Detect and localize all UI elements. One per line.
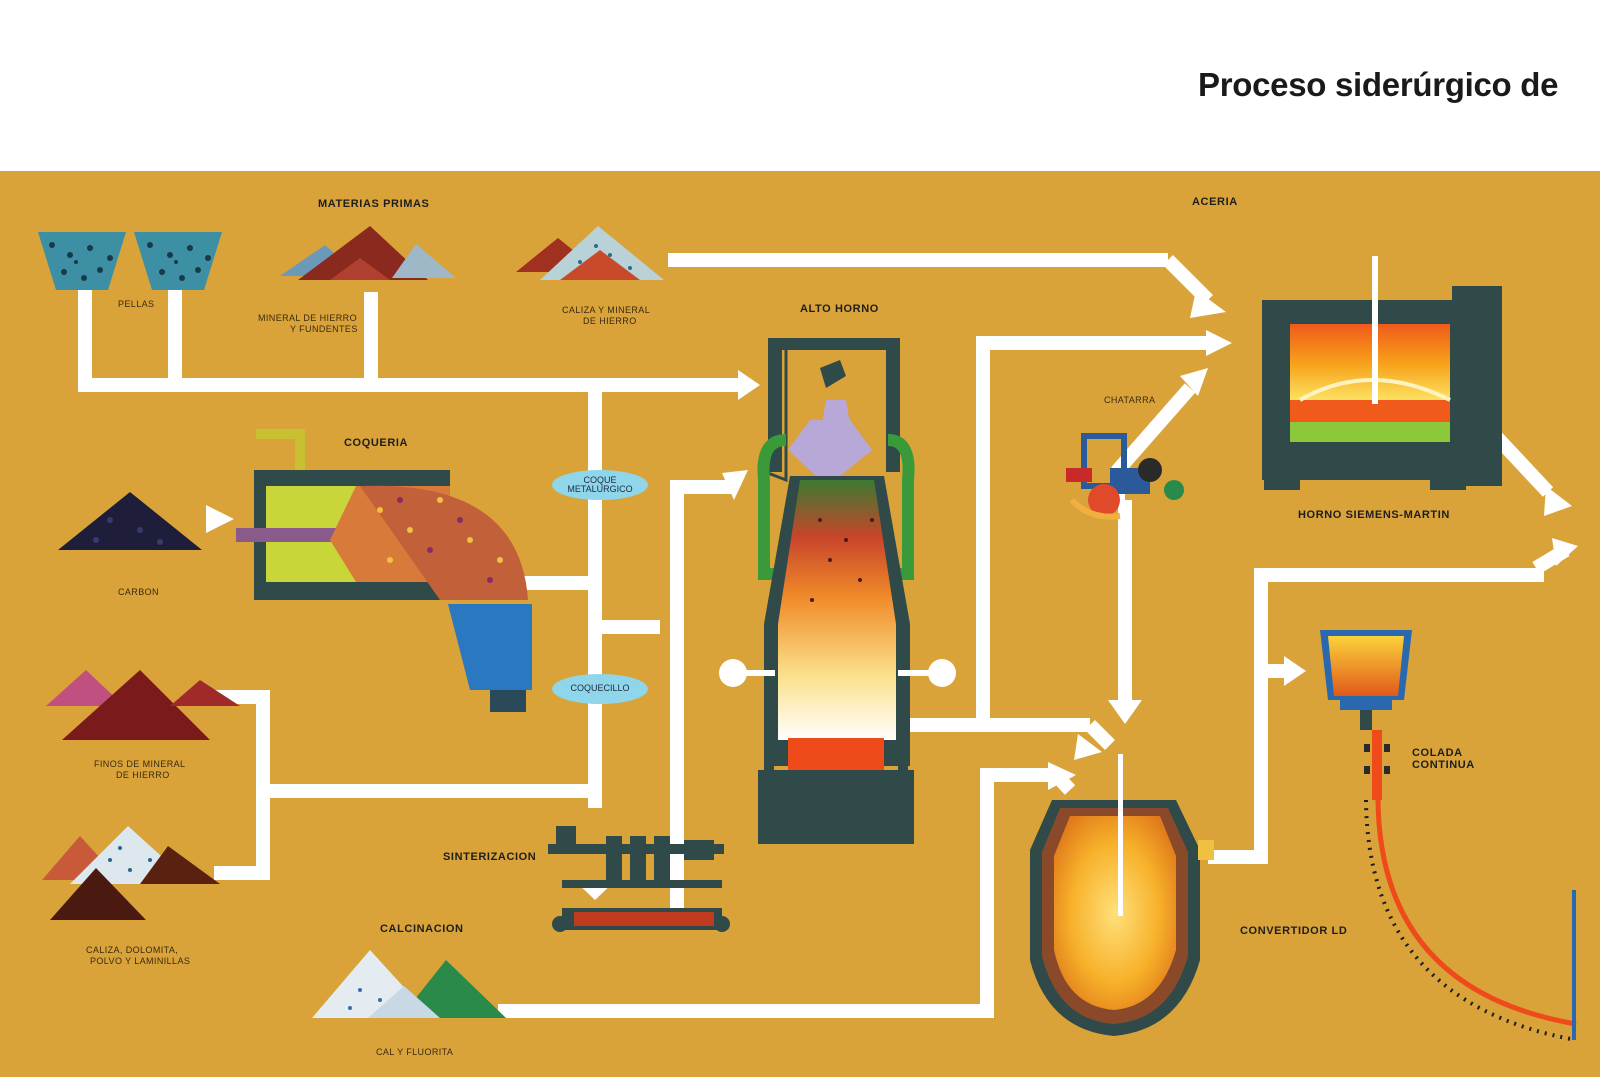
pill-coquecillo: COQUECILLO <box>570 684 629 693</box>
label-cal-fluorita: CAL Y FLUORITA <box>376 1048 453 1057</box>
label-sinterizacion: SINTERIZACION <box>443 852 536 864</box>
cal-fluorita-piles <box>312 950 506 1018</box>
carbon-pile <box>58 492 202 550</box>
caliza-mineral-piles <box>516 226 664 280</box>
ld-converter <box>1030 754 1214 1036</box>
label-continua: CONTINUA <box>1412 760 1475 772</box>
label-horno-siemens-martin: HORNO SIEMENS-MARTIN <box>1298 510 1450 522</box>
label-coqueria: COQUERIA <box>344 438 408 450</box>
label-convertidor-ld: CONVERTIDOR LD <box>1240 926 1347 938</box>
blast-furnace <box>719 338 956 844</box>
mineral-piles <box>280 226 456 280</box>
label-calcinacion: CALCINACION <box>380 924 464 936</box>
label-finos-mineral: FINOS DE MINERAL <box>94 760 185 769</box>
label-alto-horno: ALTO HORNO <box>800 304 879 316</box>
label-carbon: CARBON <box>118 588 159 597</box>
label-materias-primas: MATERIAS PRIMAS <box>318 199 429 211</box>
label-polvo-laminillas: POLVO Y LAMINILLAS <box>90 957 190 966</box>
siemens-martin-furnace <box>1262 256 1502 490</box>
label-colada: COLADA <box>1412 748 1463 760</box>
label-caliza-dolomita: CALIZA, DOLOMITA, <box>86 946 178 955</box>
label-de-hierro: DE HIERRO <box>583 317 637 326</box>
finos-piles <box>46 670 240 740</box>
label-finos-de-hierro: DE HIERRO <box>116 771 170 780</box>
label-mineral-hierro: MINERAL DE HIERRO <box>258 314 357 323</box>
pill-metalurgico: METALURGICO <box>567 485 632 494</box>
coqueria-oven <box>236 434 532 712</box>
caliza-dolomita-piles <box>42 826 220 920</box>
pellas-hoppers <box>38 232 222 290</box>
label-aceria: ACERIA <box>1192 197 1238 209</box>
label-caliza-mineral: CALIZA Y MINERAL <box>562 306 650 315</box>
coque-metalurgico-pill: COQUE METALURGICO <box>552 470 648 500</box>
coquecillo-pill: COQUECILLO <box>552 674 648 704</box>
label-pellas: PELLAS <box>118 300 154 309</box>
sinter-machine <box>548 826 730 932</box>
label-fundentes: Y FUNDENTES <box>290 325 358 334</box>
continuous-casting <box>1320 630 1576 1040</box>
label-chatarra: CHATARRA <box>1104 396 1155 405</box>
